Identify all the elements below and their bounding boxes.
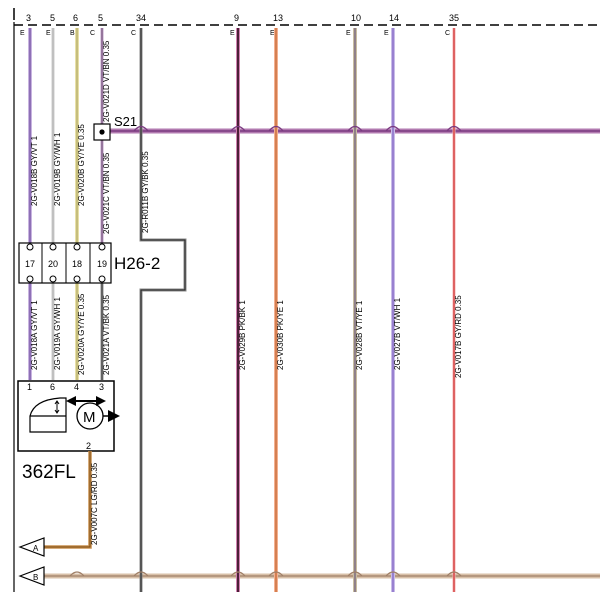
wire-v007c — [44, 451, 92, 549]
motor-label: M — [83, 409, 96, 426]
pin-num: 5 — [50, 13, 55, 23]
offpage-label-a: A — [33, 544, 39, 553]
wire-label: 2G-V018A GY/VT 1 — [30, 300, 39, 370]
component-pin: 3 — [99, 382, 104, 392]
wire-label: 2G-V018B GY/VT 1 — [30, 135, 39, 206]
wire-label: 2G-V020B GY/YE 0.35 — [77, 124, 86, 206]
wire-label: 2G-V021D VT/BN 0.35 — [102, 40, 111, 122]
wire-label: 2G-V019A GY/WH 1 — [53, 297, 62, 370]
wire-label: 2G-V020A GY/YE 0.35 — [77, 293, 86, 375]
pin-letter: E — [270, 30, 275, 37]
pin-letter: C — [131, 30, 136, 37]
pin-letter: E — [20, 30, 25, 37]
component-pin-bottom: 2 — [86, 441, 91, 451]
wire-label: 2G-V019B GY/WH 1 — [53, 132, 62, 206]
wire-label: 2G-V021C VT/BN 0.35 — [102, 152, 111, 234]
wire-labels: 2G-V018B GY/VT 1 2G-V019B GY/WH 1 2G-V02… — [30, 40, 463, 545]
pin-num: 34 — [136, 13, 146, 23]
component-362fl: 1 6 4 3 2 M 362FL — [17, 380, 120, 483]
connector-pin: 19 — [97, 259, 107, 269]
pin-letter: B — [70, 30, 75, 37]
connector-pin: 18 — [72, 259, 82, 269]
connector-pin: 20 — [48, 259, 58, 269]
wire-label: 2G-V017B GY/RD 0.35 — [454, 295, 463, 378]
component-pin: 1 — [27, 382, 32, 392]
offpage-connector-a: A — [18, 537, 45, 557]
connector-h26-2: 17 20 18 19 H26-2 — [18, 242, 160, 284]
pin-letter: C — [445, 30, 450, 37]
wire-label: 2G-V029B PK/BK 1 — [238, 300, 247, 370]
pin-letter: E — [384, 30, 389, 37]
component-pin: 6 — [50, 382, 55, 392]
pin-num: 13 — [273, 13, 283, 23]
component-pin: 4 — [74, 382, 79, 392]
pin-letter: E — [346, 30, 351, 37]
mirror-icon — [29, 397, 67, 433]
pin-num: 3 — [26, 13, 31, 23]
pin-num: 9 — [234, 13, 239, 23]
offpage-connector-b: B — [18, 566, 45, 586]
component-label: 362FL — [22, 462, 76, 483]
connector-label: H26-2 — [114, 254, 160, 273]
pin-letter: E — [230, 30, 235, 37]
connector-pin: 17 — [25, 259, 35, 269]
pin-letter: C — [90, 30, 95, 37]
splice-label: S21 — [114, 114, 137, 129]
wire-label: 2G-V027B VT/WH 1 — [393, 297, 402, 370]
pin-num: 6 — [73, 13, 78, 23]
top-pin-labels: 3 5 6 5 34 9 13 10 14 35 E E B C C E E E… — [20, 13, 459, 37]
bus-crossings-top — [133, 125, 462, 132]
wire-label: 2G-V007C LG/RD 0.35 — [90, 462, 99, 545]
splice-s21: S21 — [93, 114, 137, 141]
offpage-label-b: B — [33, 573, 38, 582]
wire-label: 2G-V030B PK/YE 1 — [276, 300, 285, 370]
pin-num: 5 — [98, 13, 103, 23]
pin-num: 35 — [449, 13, 459, 23]
wire-label: 2G-V028B VT/YE 1 — [355, 300, 364, 370]
bus-crossings-bottom — [69, 571, 462, 577]
pin-letter: E — [46, 30, 51, 37]
wire-r011b — [139, 28, 187, 592]
motor-icon: M — [66, 396, 120, 430]
pin-num: 14 — [389, 13, 399, 23]
wire-label: 2G-R011B GY/BK 0.35 — [141, 151, 150, 233]
wire-label: 2G-V021A VT/BK 0.35 — [102, 294, 111, 375]
pin-num: 10 — [351, 13, 361, 23]
